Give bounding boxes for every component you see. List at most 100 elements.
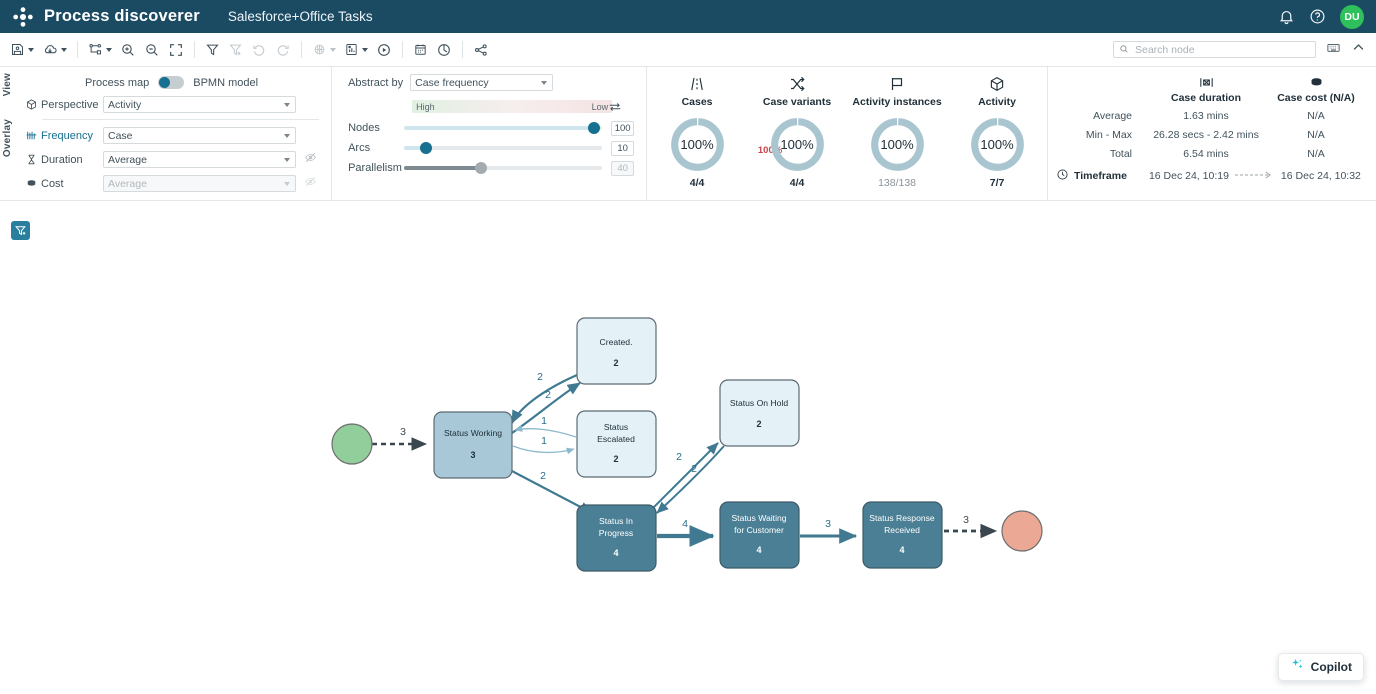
copilot-button[interactable]: Copilot <box>1277 653 1364 681</box>
cost-value: Average <box>108 177 147 190</box>
perspective-label: Perspective <box>41 98 99 111</box>
save-model-button[interactable] <box>6 37 38 63</box>
edge-label: 1 <box>541 435 547 447</box>
abstraction-panel: Abstract by Case frequency High Low Node… <box>332 67 646 200</box>
keyboard-icon[interactable] <box>1326 40 1341 60</box>
edge-label: 2 <box>537 371 543 383</box>
filter-plus-icon[interactable] <box>11 221 30 240</box>
stats-button[interactable] <box>340 37 372 63</box>
chevron-down-icon[interactable] <box>106 47 112 52</box>
nodes-value[interactable]: 100 <box>611 120 635 136</box>
timeframe-label: Timeframe <box>1074 170 1127 182</box>
nodes-slider[interactable] <box>403 122 603 134</box>
calendar-button[interactable] <box>409 37 432 63</box>
chevron-down-icon[interactable] <box>284 133 290 138</box>
abstract-by-row: Abstract by Case frequency <box>348 74 634 91</box>
duration-value: Average <box>108 153 147 166</box>
view-overlay-panel: View Overlay Process map BPMN model Pers… <box>0 67 331 200</box>
duration-select[interactable]: Average <box>103 151 296 168</box>
fit-screen-button[interactable] <box>164 37 188 63</box>
edge-created-status-working[interactable] <box>511 373 578 424</box>
zoom-out-button[interactable] <box>140 37 164 63</box>
edge-label: 3 <box>825 518 831 530</box>
node-status-response-received[interactable]: Status Response Received 4 <box>862 501 943 569</box>
animate-button[interactable] <box>372 37 396 63</box>
notifications-bell-icon[interactable] <box>1278 8 1295 25</box>
node-status-on-hold[interactable]: Status On Hold 2 <box>719 379 800 447</box>
edge-status-in-progress-status-on-hold[interactable] <box>650 442 719 511</box>
frequency-label: Frequency <box>41 129 93 142</box>
start-event[interactable] <box>331 423 373 465</box>
cube-icon <box>22 98 41 111</box>
node-created[interactable]: Created. 2 <box>576 317 657 385</box>
duration-eye-off-icon[interactable] <box>304 151 317 169</box>
cost-eye-off-icon[interactable] <box>304 175 317 193</box>
app-logo-icon <box>12 6 34 28</box>
swap-arrows-icon[interactable] <box>608 100 622 119</box>
help-circle-icon[interactable] <box>1309 8 1326 25</box>
bpmn-model-label[interactable]: BPMN model <box>193 76 259 89</box>
node-status-waiting-for-customer[interactable]: Status Waiting for Customer 4 <box>719 501 800 569</box>
parallelism-slider <box>403 162 603 174</box>
share-button[interactable] <box>469 37 493 63</box>
search-icon <box>1119 41 1129 59</box>
performance-button[interactable] <box>432 37 456 63</box>
chevron-up-icon[interactable] <box>1351 40 1366 60</box>
timeframe-to: 16 Dec 24, 10:32 <box>1280 170 1361 182</box>
case-duration-label: Case duration <box>1171 92 1242 104</box>
kpi-activity-instances: Activity instances 100% 138/138 <box>847 73 947 189</box>
chevron-down-icon[interactable] <box>28 47 34 52</box>
node-status-escalated[interactable]: Status Escalated 2 <box>576 410 657 478</box>
export-model-button[interactable] <box>38 37 71 63</box>
duration-label: Duration <box>41 153 83 166</box>
chevron-down-icon[interactable] <box>61 47 67 52</box>
filter-button[interactable] <box>201 37 224 63</box>
perspective-select[interactable]: Activity <box>103 96 296 113</box>
abstract-by-select[interactable]: Case frequency <box>410 74 554 91</box>
panel-divider <box>42 119 320 120</box>
end-event[interactable] <box>1001 510 1043 552</box>
edge-status-working-status-in-progress[interactable] <box>509 469 593 514</box>
shuffle-icon <box>747 73 847 95</box>
user-avatar[interactable]: DU <box>1340 4 1364 29</box>
search-input[interactable] <box>1133 42 1310 57</box>
arcs-value[interactable]: 10 <box>611 140 635 156</box>
nodes-slider-knob[interactable] <box>588 122 601 134</box>
arcs-slider[interactable] <box>403 142 603 154</box>
kpi-cases-donut: 100% <box>647 116 747 173</box>
node-count: 2 <box>756 419 761 429</box>
process-map-label[interactable]: Process map <box>85 76 150 89</box>
perspective-button <box>308 37 340 63</box>
edge-status-escalated-status-working[interactable] <box>514 425 577 438</box>
process-map-graph[interactable]: 3 2 2 1 1 2 2 2 4 3 3 <box>0 211 1376 694</box>
abstract-by-label: Abstract by <box>348 76 404 89</box>
kpi-activity-instances-title: Activity instances <box>852 96 942 108</box>
search-node-box[interactable] <box>1113 41 1316 58</box>
toolbar-divider <box>194 41 195 58</box>
chevron-down-icon[interactable] <box>541 80 548 85</box>
node-status-working[interactable]: Status Working 3 <box>433 411 513 479</box>
layout-button[interactable] <box>84 37 116 63</box>
undo-button <box>247 37 271 63</box>
chevron-down-icon[interactable] <box>284 157 290 162</box>
chevron-down-icon[interactable] <box>362 47 368 52</box>
node-label: Status Working <box>444 428 502 438</box>
strip-divider <box>331 67 333 200</box>
scale-low-label: Low <box>591 101 609 112</box>
process-map-canvas[interactable]: 3 2 2 1 1 2 2 2 4 3 3 <box>0 211 1376 694</box>
perspective-value: Activity <box>108 98 142 111</box>
process-map-bpmn-toggle[interactable] <box>158 76 185 89</box>
zoom-in-button[interactable] <box>116 37 140 63</box>
stats-cell-cost: N/A <box>1307 109 1325 122</box>
kpi-case-variants-percent: 100% <box>780 137 814 152</box>
stats-cell-duration: 1.63 mins <box>1183 109 1229 122</box>
edge-status-on-hold-status-in-progress[interactable] <box>656 445 725 514</box>
arcs-slider-knob[interactable] <box>419 142 432 154</box>
frequency-bars-icon <box>22 129 41 142</box>
edge-status-working-status-escalated[interactable] <box>512 445 575 455</box>
node-label-line1: Status Response <box>869 513 935 523</box>
node-status-in-progress[interactable]: Status In Progress 4 <box>576 504 657 572</box>
high-low-scale: High Low <box>412 100 613 113</box>
frequency-select[interactable]: Case <box>103 127 296 144</box>
chevron-down-icon[interactable] <box>284 102 290 107</box>
